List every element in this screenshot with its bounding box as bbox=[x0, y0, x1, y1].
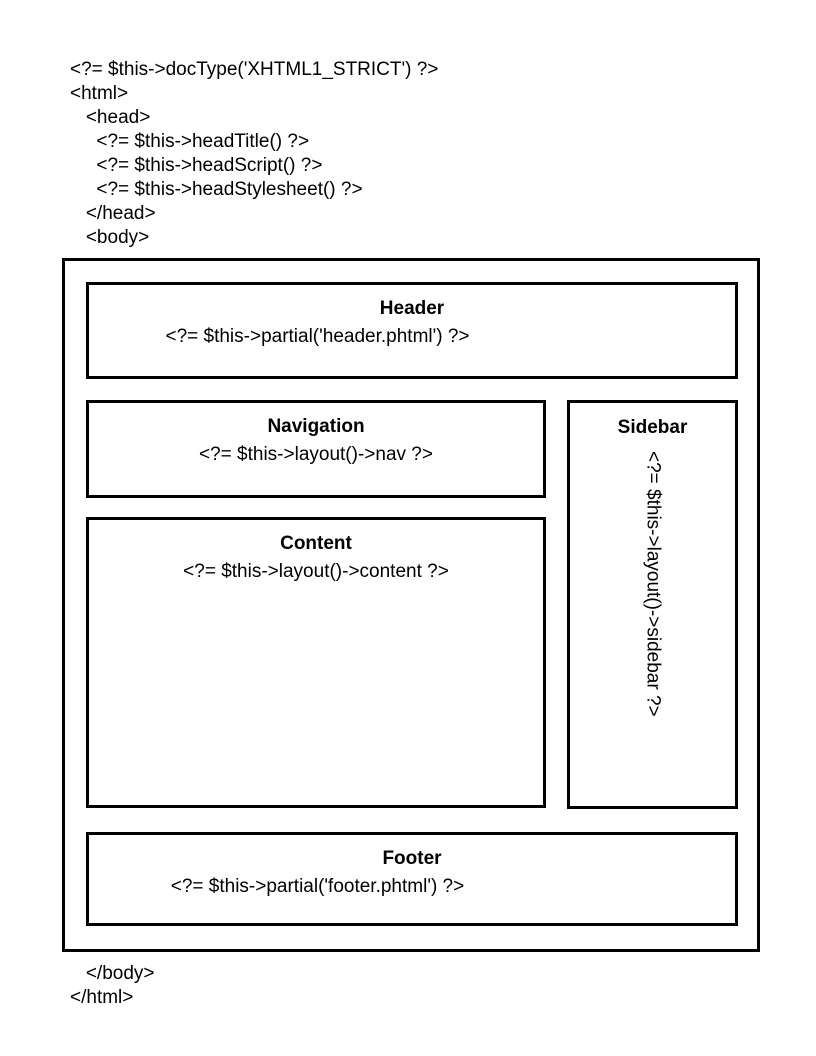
sidebar-region-code: <?= $this->layout()->sidebar ?> bbox=[642, 451, 664, 717]
header-region-box: Header <?= $this->partial('header.phtml'… bbox=[86, 282, 738, 379]
navigation-region-code: <?= $this->layout()->nav ?> bbox=[199, 444, 433, 465]
sidebar-region-code-vertical: <?= $this->layout()->sidebar ?> bbox=[570, 451, 735, 806]
content-region-title: Content bbox=[280, 533, 352, 554]
content-region-code: <?= $this->layout()->content ?> bbox=[183, 561, 449, 582]
header-region-code: <?= $this->partial('header.phtml') ?> bbox=[165, 326, 470, 347]
footer-region-title: Footer bbox=[382, 848, 442, 869]
content-region-box: Content <?= $this->layout()->content ?> bbox=[86, 517, 546, 808]
code-listing-top: <?= $this->docType('XHTML1_STRICT') ?> <… bbox=[70, 59, 439, 248]
navigation-region-title: Navigation bbox=[267, 416, 365, 437]
header-region-title: Header bbox=[379, 298, 445, 319]
layout-diagram-container: Header <?= $this->partial('header.phtml'… bbox=[62, 258, 760, 952]
footer-region-code: <?= $this->partial('footer.phtml') ?> bbox=[170, 876, 465, 897]
sidebar-region-box: Sidebar <?= $this->layout()->sidebar ?> bbox=[567, 400, 738, 809]
navigation-region-box: Navigation <?= $this->layout()->nav ?> bbox=[86, 400, 546, 498]
sidebar-region-title: Sidebar bbox=[617, 417, 688, 438]
footer-region-box: Footer <?= $this->partial('footer.phtml'… bbox=[86, 832, 738, 926]
code-listing-bottom: </body> </html> bbox=[70, 963, 155, 1008]
